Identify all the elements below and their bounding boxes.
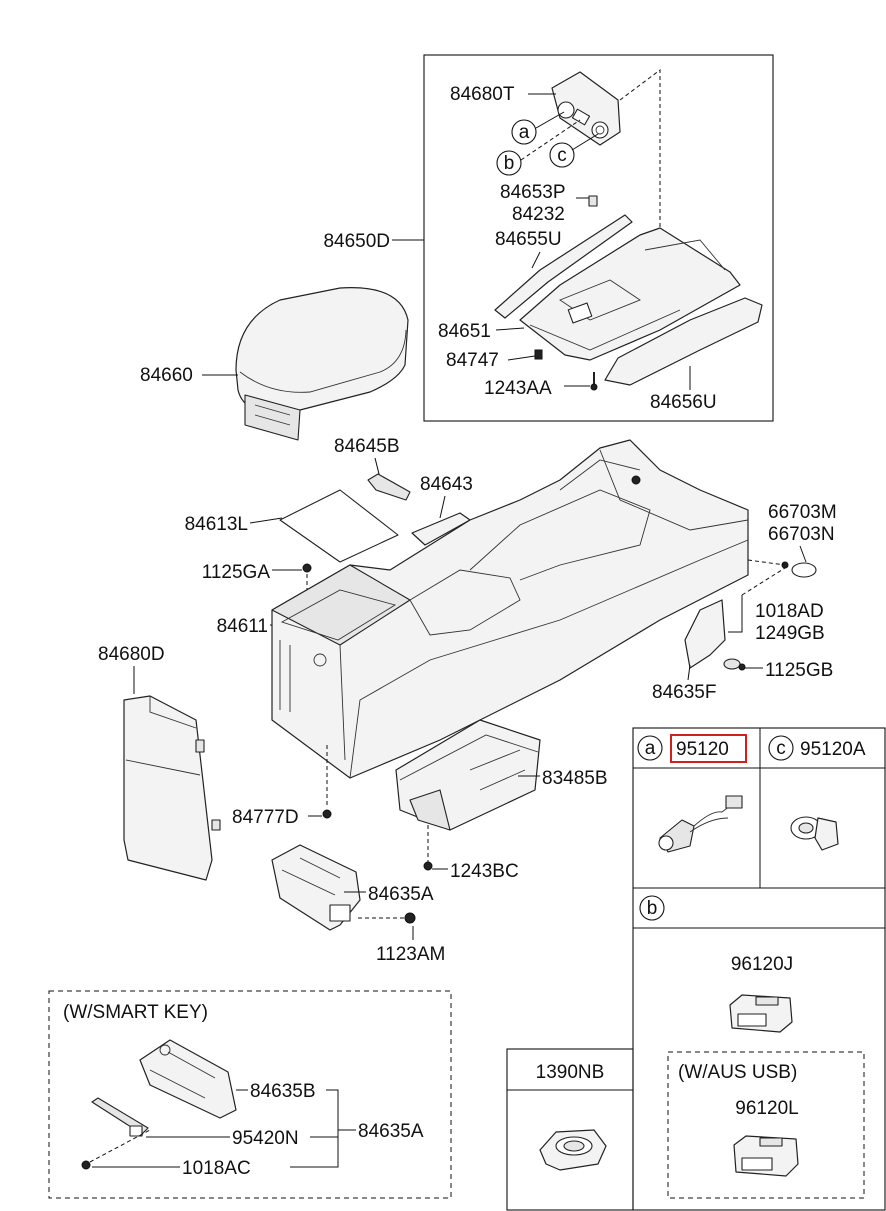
- label-1390NB: 1390NB: [536, 1062, 605, 1083]
- label-1125GB: 1125GB: [765, 660, 833, 681]
- screw-1243BC-part: [423, 825, 433, 871]
- table-cell-c-header: c: [768, 735, 794, 761]
- label-84635A: 84635A: [368, 884, 434, 905]
- circle-b-marker: b: [496, 150, 522, 176]
- label-84653P: 84653P: [500, 182, 566, 203]
- label-84232: 84232: [512, 204, 565, 225]
- screw-1243AA-part: [590, 372, 598, 391]
- label-66703M: 66703M: [768, 502, 837, 523]
- storage-box-83485B-part: [395, 719, 541, 831]
- svg-text:a: a: [519, 122, 530, 143]
- upper-console-group-box: [423, 54, 774, 422]
- label-84680D: 84680D: [98, 644, 165, 665]
- main-console-body-part: [271, 439, 749, 779]
- svg-text:b: b: [647, 898, 658, 919]
- label-84635F: 84635F: [652, 682, 716, 703]
- rear-cover-part: [123, 695, 221, 881]
- bracket-84645B-part: [367, 473, 411, 501]
- label-84643: 84643: [420, 474, 473, 495]
- screw-1018AD-part: [747, 559, 789, 569]
- smart-key-group-box: [48, 990, 452, 1199]
- screw-1125GB-part: [723, 658, 746, 671]
- label-1125GA: 1125GA: [202, 562, 271, 583]
- screw-84777D-part: [322, 745, 332, 819]
- label-1249GB: 1249GB: [755, 623, 825, 644]
- usb-port-96120J-part: [729, 994, 793, 1033]
- smart-key-bracket-part: [139, 1039, 237, 1119]
- label-1243BC: 1243BC: [450, 861, 519, 882]
- label-95120A: 95120A: [800, 739, 866, 760]
- smart-key-screw-part: [81, 1129, 151, 1170]
- socket-95120-part: [658, 795, 743, 853]
- clip-84747-part: [534, 349, 543, 360]
- label-84655U: 84655U: [495, 229, 562, 250]
- cap-66703M-part: [791, 562, 817, 578]
- label-84650D: 84650D: [323, 231, 390, 252]
- svg-text:c: c: [776, 738, 786, 759]
- label-1018AD: 1018AD: [755, 601, 824, 622]
- label-84747: 84747: [446, 350, 499, 371]
- label-84777D: 84777D: [232, 807, 299, 828]
- label-84680T: 84680T: [450, 84, 515, 105]
- screw-1123AM-part: [358, 912, 416, 924]
- socket-95120A-part: [790, 816, 839, 851]
- usb-port-96120L-part: [733, 1135, 799, 1177]
- bracket-84635F-part: [684, 599, 726, 669]
- label-96120J: 96120J: [731, 954, 793, 975]
- mat-84613L-part: [279, 489, 399, 563]
- label-84635B: 84635B: [250, 1081, 316, 1102]
- bracket-84635A-part: [271, 844, 361, 931]
- clip-84653P-part: [588, 195, 598, 207]
- usb-group-title: (W/AUS USB): [678, 1062, 797, 1083]
- svg-text:a: a: [645, 738, 656, 759]
- label-95420N: 95420N: [232, 1128, 299, 1149]
- parts-table: [506, 727, 886, 1211]
- circle-c-marker: c: [549, 142, 575, 168]
- label-96120L: 96120L: [735, 1098, 798, 1119]
- side-pad-84656U-part: [604, 297, 763, 386]
- label-1123AM: 1123AM: [376, 944, 445, 965]
- svg-text:c: c: [557, 145, 567, 166]
- label-84613L: 84613L: [185, 514, 248, 535]
- switch-panel-part: [551, 71, 621, 146]
- svg-text:b: b: [504, 153, 515, 174]
- table-cell-a-header: a: [637, 735, 663, 761]
- label-95120: 95120: [676, 739, 729, 760]
- label-84656U: 84656U: [650, 392, 717, 413]
- label-84651: 84651: [438, 321, 491, 342]
- label-83485B: 83485B: [542, 768, 608, 789]
- garnish-84655U-part: [494, 214, 633, 319]
- upper-console-body-part: [519, 227, 741, 361]
- highlight-box-95120: [670, 734, 747, 763]
- smart-key-antenna-part: [91, 1097, 149, 1137]
- label-1243AA: 1243AA: [484, 378, 552, 399]
- label-84660: 84660: [140, 365, 193, 386]
- label-1018AC: 1018AC: [182, 1158, 251, 1179]
- smart-key-title: (W/SMART KEY): [63, 1002, 208, 1023]
- armrest-part: [235, 287, 409, 441]
- ring-1390NB-part: [539, 1129, 607, 1171]
- label-84635A-smart: 84635A: [358, 1121, 424, 1142]
- label-84611: 84611: [217, 616, 268, 637]
- label-66703N: 66703N: [768, 524, 835, 545]
- label-84645B: 84645B: [334, 436, 400, 457]
- circle-a-marker: a: [511, 119, 537, 145]
- table-cell-b-header: b: [639, 895, 665, 921]
